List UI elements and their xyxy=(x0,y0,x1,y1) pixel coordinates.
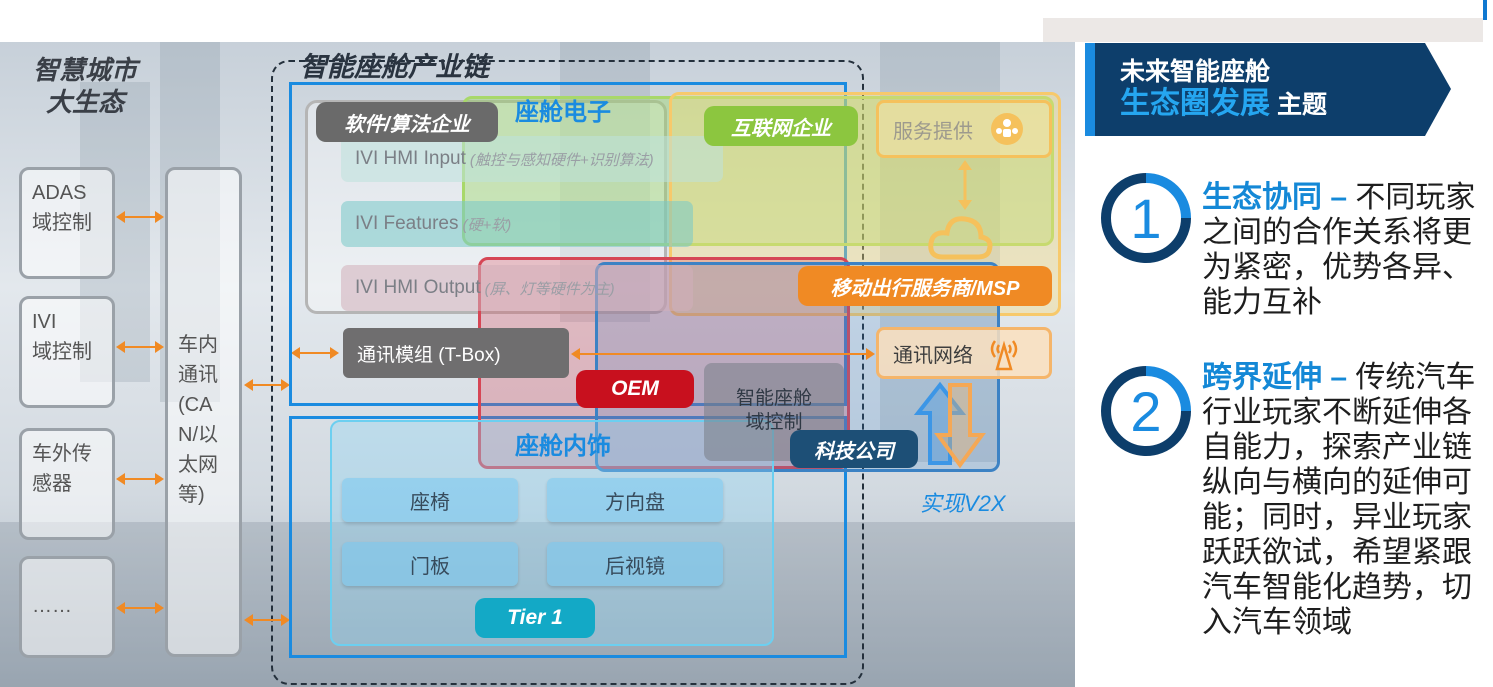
theme-1-number-icon xyxy=(1101,173,1191,263)
network-box: 通讯网络 xyxy=(876,327,1052,379)
sensor-box: 车外传 感器 xyxy=(19,428,115,540)
ivi-domain-box: IVI 域控制 xyxy=(19,296,115,408)
ivi-row-features: IVI Features(硬+软) xyxy=(341,201,693,247)
arrow-tbox-left xyxy=(291,347,339,359)
tech-tag: 科技公司 xyxy=(790,430,918,468)
industry-chain-frame xyxy=(271,60,864,685)
ivi-row-output-hint: (屏、灯等硬件为主) xyxy=(484,280,615,298)
top-strip xyxy=(1043,18,1483,42)
cockpit-interior-title: 座舱内饰 xyxy=(515,433,611,460)
oem-tag: OEM xyxy=(576,370,694,408)
v2x-arrows-icon xyxy=(913,381,986,469)
ivi-row-input: IVI HMI Input(触控与感知硬件+识别算法) xyxy=(341,136,723,182)
tbox-module: 通讯模组 (T-Box) xyxy=(343,328,569,378)
ivi-domain-label: IVI 域控制 xyxy=(32,311,92,363)
cloud-icon xyxy=(928,216,993,260)
ivi-row-output-label: IVI HMI Output xyxy=(355,277,481,298)
adas-domain-label: ADAS 域控制 xyxy=(32,182,92,234)
arrow-adas-bus xyxy=(116,211,164,223)
ivi-row-output: IVI HMI Output(屏、灯等硬件为主) xyxy=(341,265,693,311)
edge-accent xyxy=(1483,0,1487,20)
arrow-sensor-bus xyxy=(116,473,164,485)
cockpit-electronics-title: 座舱电子 xyxy=(515,99,611,126)
interior-steering-wheel: 方向盘 xyxy=(547,478,723,522)
theme-2-number-icon xyxy=(1101,366,1191,456)
theme-2-text: 跨界延伸 – 传统汽车行业玩家不断延伸各自能力，探索产业链纵向与横向的延伸可能；… xyxy=(1202,360,1480,640)
more-box: …… xyxy=(19,556,115,658)
ivi-row-features-hint: (硬+软) xyxy=(462,216,512,234)
theme-banner xyxy=(1085,43,1451,136)
vehicle-bus-box: 车内 通讯 (CA N/以 太网 等) xyxy=(165,167,242,657)
chain-title: 智能座舱产业链 xyxy=(300,52,489,82)
city-title: 智慧城市 大生态 xyxy=(20,54,150,118)
banner-rest: 主题 xyxy=(1276,91,1327,119)
city-title-line1: 智慧城市 xyxy=(32,55,137,85)
service-connector-icon xyxy=(958,160,972,210)
internet-tag: 互联网企业 xyxy=(704,106,858,146)
arrow-bus-electronics xyxy=(244,379,290,391)
ivi-row-features-label: IVI Features xyxy=(355,213,459,234)
theme-1-head: 生态协同 – xyxy=(1202,181,1348,214)
theme-2-head: 跨界延伸 – xyxy=(1202,361,1348,394)
software-tag: 软件/算法企业 xyxy=(316,102,498,142)
service-label: 服务提供 xyxy=(893,120,973,143)
interior-seat: 座椅 xyxy=(342,478,518,522)
banner-line1: 未来智能座舱 xyxy=(1120,58,1271,86)
interior-rearview-mirror: 后视镜 xyxy=(547,542,723,586)
more-label: …… xyxy=(32,595,72,617)
arrow-ivi-bus xyxy=(116,341,164,353)
vehicle-bus-label: 车内 通讯 (CA N/以 太网 等) xyxy=(178,334,218,506)
theme-1-number: 1 xyxy=(1130,186,1162,250)
arrow-more-bus xyxy=(116,602,164,614)
mobility-tag: 移动出行服务商/MSP xyxy=(798,266,1052,306)
ivi-row-input-label: IVI HMI Input xyxy=(355,148,466,169)
interior-door-panel: 门板 xyxy=(342,542,518,586)
ivi-row-input-hint: (触控与感知硬件+识别算法) xyxy=(469,151,654,169)
tier1-tag: Tier 1 xyxy=(475,598,595,638)
banner-text: 未来智能座舱 生态圈发展 主题 xyxy=(1120,56,1327,121)
banner-highlight: 生态圈发展 xyxy=(1120,87,1270,120)
antenna-icon xyxy=(990,340,1018,371)
theme-2-number: 2 xyxy=(1130,379,1162,443)
city-title-line2: 大生态 xyxy=(45,87,124,117)
banner-line2: 生态圈发展 主题 xyxy=(1120,88,1327,121)
people-network-icon xyxy=(991,113,1023,145)
theme-1-body: 不同玩家之间的合作关系将更为紧密，优势各异、能力互补 xyxy=(1202,181,1476,319)
theme-1-text: 生态协同 – 不同玩家之间的合作关系将更为紧密，优势各异、能力互补 xyxy=(1202,180,1480,320)
network-label: 通讯网络 xyxy=(893,344,973,367)
cockpit-interior-frame xyxy=(289,416,847,658)
arrow-bus-interior xyxy=(244,614,290,626)
theme-2-body: 传统汽车行业玩家不断延伸各自能力，探索产业链纵向与横向的延伸可能；同时，异业玩家… xyxy=(1202,361,1476,639)
sensor-label: 车外传 感器 xyxy=(32,443,92,495)
service-box: 服务提供 xyxy=(876,100,1052,158)
v2x-label: 实现V2X xyxy=(920,491,1006,516)
adas-domain-box: ADAS 域控制 xyxy=(19,167,115,279)
arrow-tbox-network xyxy=(571,348,875,360)
